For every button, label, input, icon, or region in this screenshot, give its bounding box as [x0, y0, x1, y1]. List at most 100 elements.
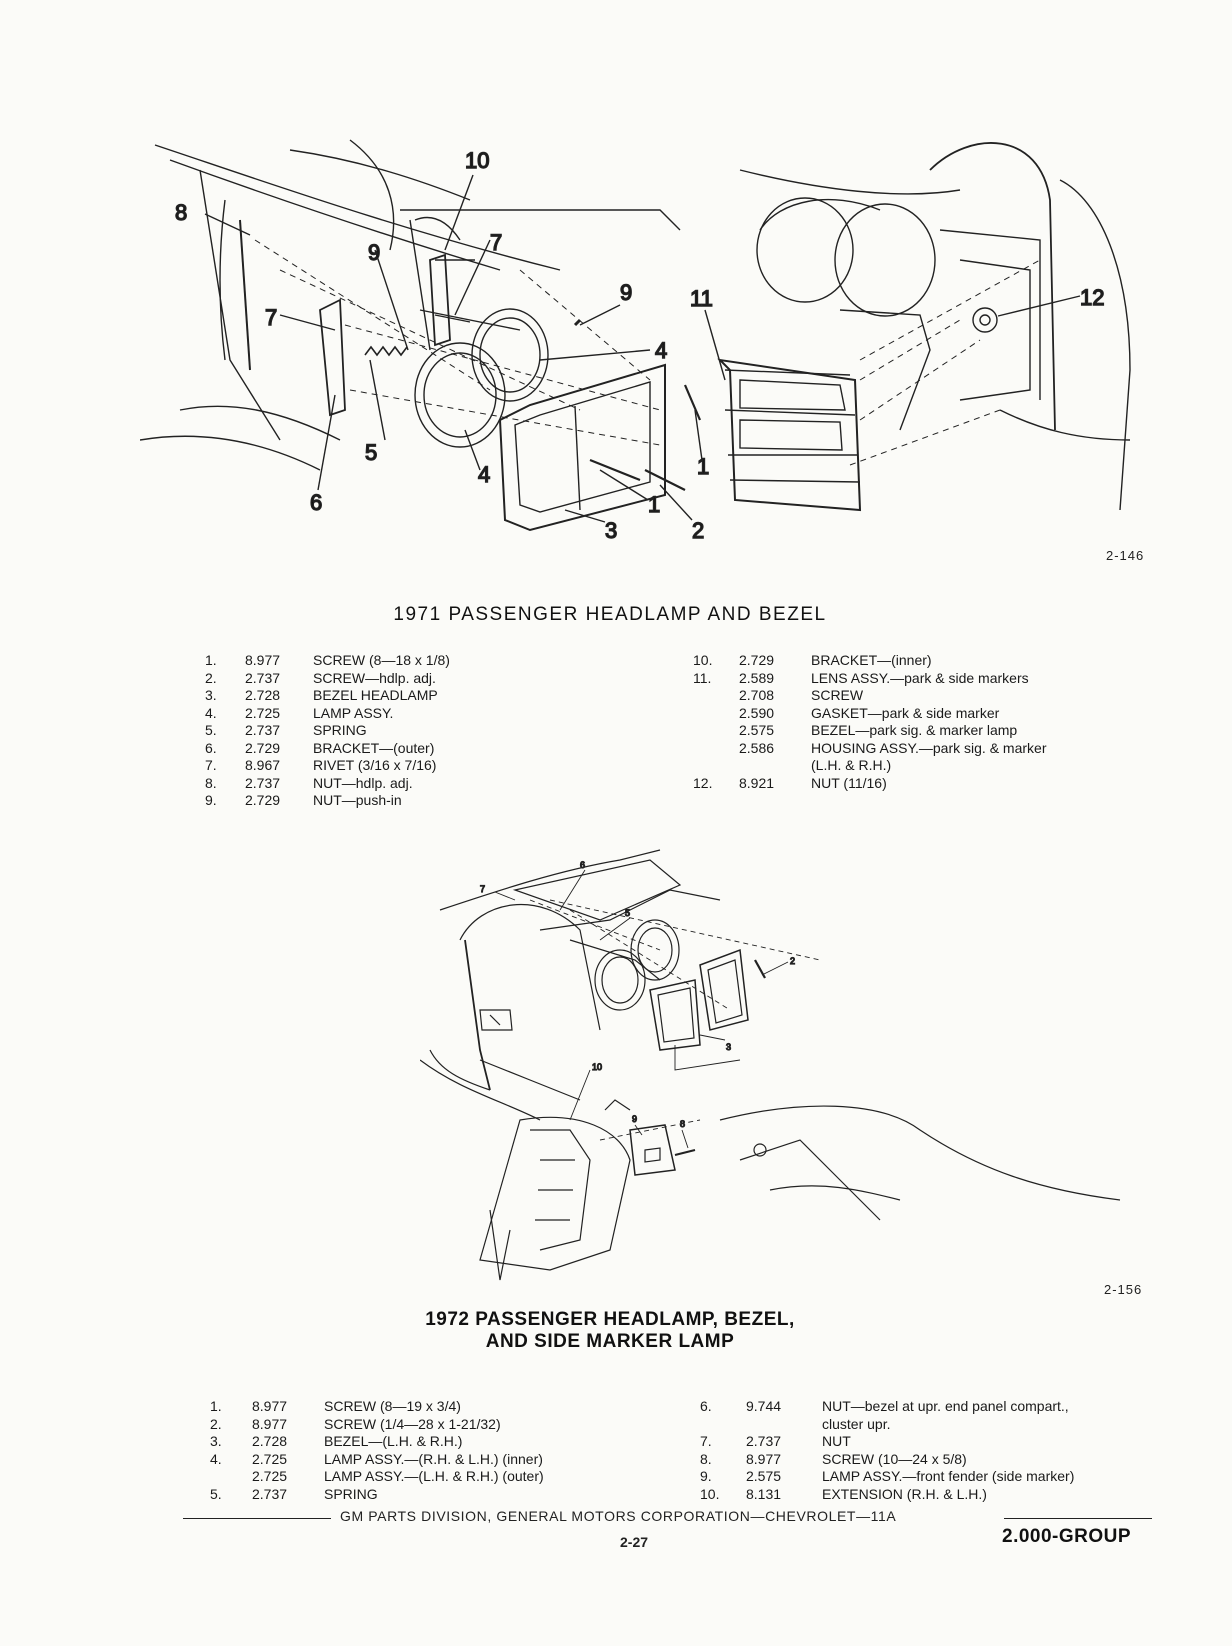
callout-label: 1: [648, 492, 660, 517]
part-group: 9.744: [746, 1398, 782, 1414]
item-number: 11.: [693, 669, 712, 686]
callout-label: 7: [480, 884, 485, 894]
callout-label: 2: [790, 956, 795, 966]
part-description: LAMP ASSY.—front fender (side marker): [822, 1468, 1075, 1484]
item-number: 9.: [700, 1468, 712, 1484]
part-description: SCREW (8—19 x 3/4): [324, 1398, 461, 1414]
item-number: 5.: [205, 722, 217, 738]
item-number: 6.: [700, 1398, 712, 1414]
footer-rule-right: [1004, 1518, 1152, 1519]
part-description: NUT (11/16): [811, 774, 887, 791]
part-description: SPRING: [324, 1485, 378, 1502]
callout-label: 3: [726, 1042, 731, 1052]
table-row: 2.708 SCREW: [693, 687, 1046, 705]
part-description: cluster upr.: [822, 1415, 891, 1432]
figure2-number: 2-156: [1104, 1282, 1143, 1297]
callout-label: 7: [265, 305, 277, 330]
item-number: [693, 705, 739, 723]
part-description: LAMP ASSY.—(R.H. & L.H.) (inner): [324, 1450, 543, 1467]
callout-label: 7: [490, 230, 502, 255]
item-number: 8.: [205, 774, 217, 791]
callout-label: 11: [690, 286, 713, 311]
table-row: 6. 9.744 NUT—bezel at upr. end panel compa…: [700, 1398, 1074, 1416]
item-number: 7.: [205, 757, 217, 773]
item-number: 6.: [205, 739, 217, 756]
part-group: 8.977: [245, 652, 281, 668]
part-description: SCREW: [811, 687, 864, 703]
table-row: 11. 2.589 LENS ASSY.—park & side markers: [693, 670, 1046, 688]
part-description: BEZEL—park sig. & marker lamp: [811, 722, 1018, 738]
part-group: 2.590: [739, 704, 775, 721]
part-group: 8.977: [746, 1450, 782, 1467]
figure1-number: 2-146: [1106, 548, 1145, 563]
item-number: 10.: [693, 652, 713, 668]
part-description: SPRING: [313, 722, 367, 738]
footer-publisher: GM PARTS DIVISION, GENERAL MOTORS CORPOR…: [340, 1508, 897, 1524]
part-description: BRACKET—(outer): [313, 739, 435, 756]
part-description: SCREW (8—18 x 1/8): [313, 652, 450, 668]
figure2-parts-right: 6. 9.744 NUT—bezel at upr. end panel compa…: [700, 1398, 1074, 1503]
part-group: [739, 757, 811, 775]
item-number: 4.: [210, 1450, 222, 1467]
item-number: 2.: [205, 669, 217, 686]
part-group: 8.977: [252, 1415, 288, 1432]
callout-label: 6: [580, 860, 585, 870]
item-number: [700, 1416, 746, 1434]
table-row: 4. 2.725 LAMP ASSY.—(R.H. & L.H.) (inner): [210, 1451, 544, 1469]
part-group: 8.977: [252, 1398, 288, 1414]
part-group: 2.725: [252, 1450, 288, 1467]
part-description: BRACKET—(inner): [811, 652, 932, 668]
item-number: 4.: [205, 704, 217, 721]
callout-label: 6: [310, 490, 322, 515]
part-description: NUT—push-in: [313, 792, 402, 808]
part-group: 2.586: [739, 739, 775, 756]
table-row: 2.586 HOUSING ASSY.—park sig. & marker: [693, 740, 1046, 758]
item-number: 8.: [700, 1450, 712, 1467]
part-description: (L.H. & R.H.): [811, 757, 892, 773]
part-description: LENS ASSY.—park & side markers: [811, 669, 1029, 686]
table-row: 10. 2.729 BRACKET—(inner): [693, 652, 1046, 670]
part-description: BEZEL HEADLAMP: [313, 687, 438, 703]
callout-label: 1: [697, 454, 709, 479]
item-number: [693, 687, 739, 705]
callout-label: 4: [478, 462, 490, 487]
item-number: 2.: [210, 1415, 222, 1432]
item-number: 12.: [693, 774, 713, 791]
item-number: [210, 1468, 252, 1486]
item-number: 1.: [210, 1398, 222, 1414]
part-description: NUT—bezel at upr. end panel compart.,: [822, 1398, 1069, 1414]
part-group: 2.737: [746, 1433, 782, 1449]
part-group: 2.737: [252, 1485, 288, 1502]
item-number: [693, 740, 739, 758]
part-group: 2.725: [245, 704, 281, 721]
part-group: 2.729: [739, 652, 775, 668]
table-row: (L.H. & R.H.): [693, 757, 1046, 775]
figure2-title-line2: AND SIDE MARKER LAMP: [485, 1331, 735, 1352]
headlamp-bezel-side-marker-1972-diagram: 6 5 7 2 3 10 9 8: [420, 830, 1140, 1300]
item-number: [693, 757, 739, 775]
part-group: 2.729: [245, 792, 281, 808]
callout-label: 5: [625, 908, 630, 918]
part-group: 2.589: [739, 669, 775, 686]
part-group: 2.708: [739, 687, 775, 703]
part-description: EXTENSION (R.H. & L.H.): [822, 1485, 987, 1502]
callout-label: 9: [620, 280, 632, 305]
part-description: HOUSING ASSY.—park sig. & marker: [811, 739, 1047, 756]
callout-label: 8: [175, 200, 187, 225]
part-group: 2.737: [245, 722, 281, 738]
callout-label: 10: [592, 1062, 602, 1072]
table-row: 5. 2.737 SPRING: [205, 722, 450, 740]
part-group: 2.728: [245, 687, 281, 703]
